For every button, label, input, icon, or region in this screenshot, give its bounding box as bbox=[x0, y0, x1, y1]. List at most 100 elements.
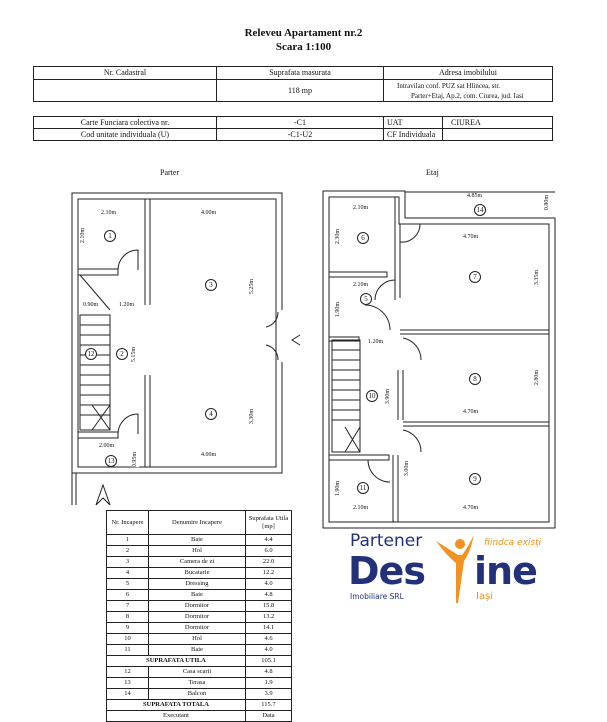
dim-label: 1.20m bbox=[367, 339, 385, 346]
document-title: Releveu Apartament nr.2 bbox=[244, 27, 363, 39]
dim-label: 2.10m bbox=[100, 210, 118, 217]
logo-brand-right: ine bbox=[474, 549, 538, 593]
room-number-cell: 3 bbox=[106, 556, 149, 568]
info-table: Nr. Cadastral Suprafata masurata Adresa … bbox=[33, 66, 553, 102]
util-value: 105.1 bbox=[245, 655, 292, 667]
room-area-cell: 22.0 bbox=[245, 556, 292, 568]
dim-label: 1.90m bbox=[335, 480, 343, 497]
total-label: SUPRAFATA TOTALA bbox=[106, 699, 246, 711]
stairs-etaj bbox=[331, 339, 361, 453]
room-area-cell: 13.2 bbox=[245, 611, 292, 623]
room-number-cell: 8 bbox=[106, 611, 149, 623]
room-number-cell: 13 bbox=[106, 677, 149, 689]
room-number-cell: 9 bbox=[106, 622, 149, 634]
room-name-cell: Dormitor bbox=[148, 622, 246, 634]
logo-figure-icon bbox=[436, 535, 474, 603]
logo-city: Iași bbox=[476, 591, 494, 602]
partener-destine-logo: Partener Des ine fiindca exisți Imobilia… bbox=[348, 533, 548, 605]
dim-label: 2.10m bbox=[352, 205, 370, 212]
room-number: 11 bbox=[357, 482, 369, 494]
room-name-cell: Baie bbox=[148, 589, 246, 601]
room-number-cell: 14 bbox=[106, 688, 149, 700]
room-name-cell: Terasa bbox=[148, 677, 246, 689]
room-number: 13 bbox=[105, 455, 117, 467]
dim-label: 2.00m bbox=[98, 443, 116, 450]
room-number: 4 bbox=[205, 408, 217, 420]
room-number-cell: 7 bbox=[106, 600, 149, 612]
dim-label: 2.30m bbox=[335, 228, 343, 245]
dim-label: 2.80m bbox=[534, 369, 542, 386]
room-name-cell: Dressing bbox=[148, 578, 246, 590]
room-area-cell: 12.2 bbox=[245, 567, 292, 579]
room-number: 10 bbox=[366, 390, 378, 402]
logo-company: Imobiliare SRL bbox=[350, 592, 404, 601]
room-area-cell: 15.8 bbox=[245, 600, 292, 612]
room-name-cell: Dormitor bbox=[148, 611, 246, 623]
parter-plan bbox=[71, 192, 301, 506]
room-area-cell: 4.6 bbox=[245, 633, 292, 645]
dim-label: 4.00m bbox=[200, 452, 218, 459]
dim-label: 1.90m bbox=[335, 301, 343, 318]
room-number: 5 bbox=[360, 293, 372, 305]
dim-label: 5.25m bbox=[249, 278, 257, 295]
document-scale: Scara 1:100 bbox=[275, 41, 332, 53]
room-area-cell: 4.8 bbox=[245, 589, 292, 601]
cf-individual-value bbox=[442, 128, 553, 141]
room-number-cell: 6 bbox=[106, 589, 149, 601]
room-area-cell: 4.0 bbox=[245, 644, 292, 656]
parter-label: Parter bbox=[160, 168, 180, 177]
cod-value: -C1-U2 bbox=[216, 128, 384, 141]
cf-individual-label: CF Individuala bbox=[383, 128, 443, 141]
dim-label: 2.10m bbox=[80, 227, 88, 244]
room-number: 6 bbox=[357, 232, 369, 244]
dim-label: 1.20m bbox=[118, 302, 136, 309]
room-number-cell: 4 bbox=[106, 567, 149, 579]
room-area-cell: 4.0 bbox=[245, 578, 292, 590]
room-area-cell: 6.0 bbox=[245, 545, 292, 557]
rooms-table: Nr. Incapere Denumire Incapere Suprafata… bbox=[106, 510, 292, 722]
room-number-cell: 12 bbox=[106, 666, 149, 678]
util-label: SUPRAFATA UTILA bbox=[106, 655, 246, 667]
dim-label: 3.90m bbox=[385, 388, 393, 405]
etaj-label: Etaj bbox=[426, 168, 439, 177]
dim-label: 4.00m bbox=[200, 210, 218, 217]
room-number: 7 bbox=[469, 271, 481, 283]
room-area-cell: 4.8 bbox=[245, 666, 292, 678]
room-name-cell: Bucatarie bbox=[148, 567, 246, 579]
logo-slogan: fiindca exisți bbox=[484, 538, 542, 548]
dim-label: 2.10m bbox=[352, 282, 370, 289]
room-number-cell: 5 bbox=[106, 578, 149, 590]
col-room-number: Nr. Incapere bbox=[106, 510, 149, 535]
room-name-cell: Baie bbox=[148, 644, 246, 656]
etaj-plan bbox=[322, 190, 556, 529]
room-number: 3 bbox=[205, 279, 217, 291]
dim-label: 0.80m bbox=[544, 194, 552, 211]
total-value: 115.7 bbox=[245, 699, 292, 711]
room-name-cell: Balcon bbox=[148, 688, 246, 700]
dim-label: 3.35m bbox=[534, 269, 542, 286]
room-name-cell: Hol bbox=[148, 633, 246, 645]
room-number-cell: 10 bbox=[106, 633, 149, 645]
dim-label: 4.70m bbox=[462, 505, 480, 512]
cod-label: Cod unitate individuala (U) bbox=[33, 128, 217, 141]
room-name-cell: Casa scarii bbox=[148, 666, 246, 678]
room-number-cell: 1 bbox=[106, 534, 149, 546]
dim-label: 0.90m bbox=[82, 302, 100, 309]
room-number: 9 bbox=[469, 473, 481, 485]
room-area-cell: 3.9 bbox=[245, 688, 292, 700]
room-number-cell: 2 bbox=[106, 545, 149, 557]
cf-table: Carte Funciara colectiva nr. -C1 UAT CIU… bbox=[33, 116, 553, 141]
col-room-area: Suprafata Utila [mp] bbox=[245, 510, 292, 535]
room-name-cell: Dormitor bbox=[148, 600, 246, 612]
dim-label: 3.30m bbox=[249, 408, 257, 425]
